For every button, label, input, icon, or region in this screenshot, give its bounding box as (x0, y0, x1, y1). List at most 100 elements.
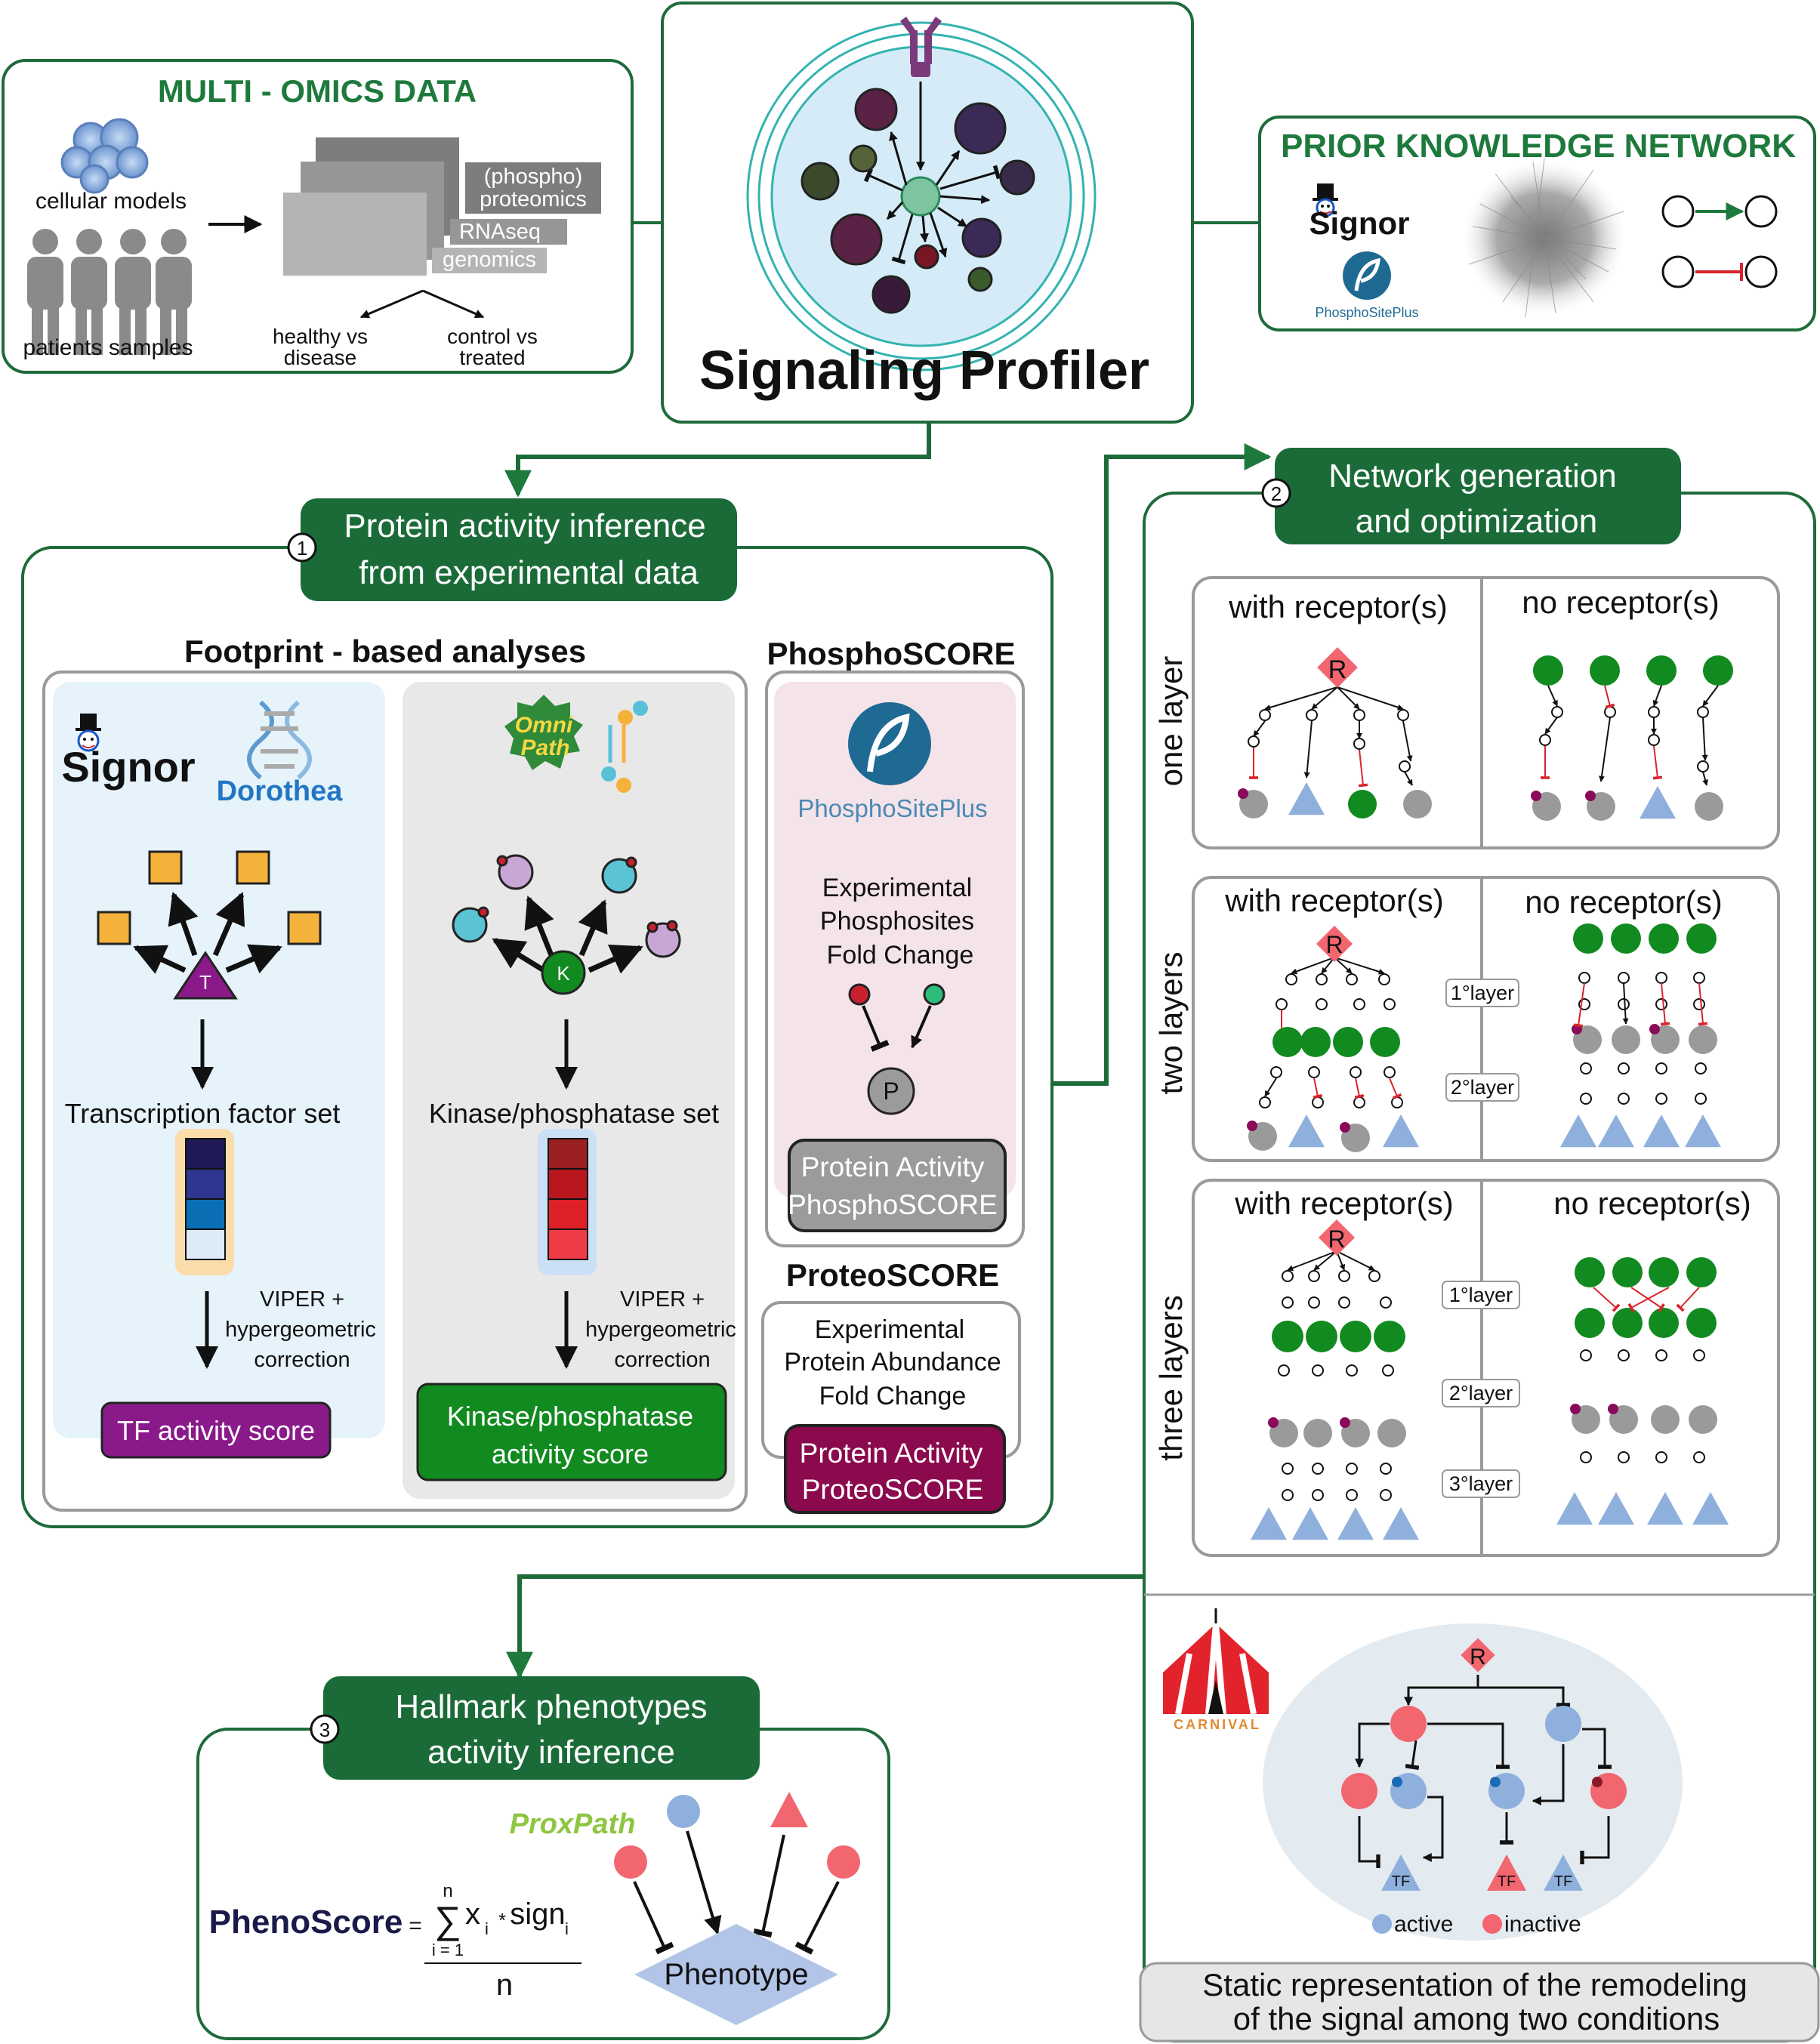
edge (1404, 1675, 1479, 1706)
intermediate-node (1539, 734, 1551, 746)
network-hairball-icon (1465, 158, 1624, 318)
three-with-receptor: with receptor(s) (1234, 1185, 1453, 1221)
edge (1422, 1796, 1444, 1862)
psp-logo-icon (1343, 251, 1391, 300)
denominator: n (496, 1968, 513, 2002)
sum-bottom: i = 1 (432, 1941, 464, 1959)
edge (1532, 1744, 1565, 1805)
kinase-node (1611, 923, 1641, 954)
two-layer1: 1°layer (1451, 982, 1514, 1004)
edge (1652, 685, 1662, 707)
tf-triangle (1556, 1492, 1593, 1525)
edge (1404, 771, 1413, 786)
intermediate-node (1316, 973, 1328, 985)
multiomics-title: MULTI - OMICS DATA (158, 73, 477, 109)
intermediate-node (1618, 1451, 1630, 1463)
two-layer2: 2°layer (1451, 1076, 1514, 1099)
healthy-label-1: healthy vs (273, 325, 368, 348)
kinase-node (1333, 1027, 1363, 1057)
kinase-node (1646, 655, 1677, 686)
kinase-node (1649, 1257, 1679, 1287)
kinase-node (1370, 1027, 1400, 1057)
receptor-label: R (1328, 1225, 1345, 1253)
intermediate-node (1655, 972, 1667, 984)
intermediate-node (1618, 1349, 1630, 1361)
intermediate-node (1346, 1364, 1358, 1377)
intermediate-node (1693, 1451, 1705, 1463)
legend-inactive: inactive (1504, 1912, 1581, 1937)
kinase-node (1272, 1321, 1303, 1352)
edge (1264, 686, 1338, 711)
intermediate-node (1308, 1296, 1320, 1309)
legend-active: active (1394, 1912, 1453, 1937)
intermediate-node (1655, 1349, 1667, 1361)
edge (1622, 982, 1629, 1025)
edge (1582, 1728, 1612, 1769)
signaling-profiler-panel: Signaling Profiler (661, 2, 1194, 424)
kinase-node (1590, 655, 1620, 686)
kin-score-label-1: Kinase/phosphatase (447, 1401, 693, 1432)
target-node (1303, 1419, 1332, 1447)
edge (1334, 957, 1385, 975)
edge (1405, 1740, 1420, 1770)
intermediate-node (1276, 998, 1288, 1010)
tf-triangle (1251, 1507, 1287, 1540)
intermediate-node (1693, 998, 1705, 1010)
tf-node-label: T (199, 971, 211, 994)
pa-proteo-2: ProteoSCORE (802, 1474, 984, 1505)
tf-node (173, 951, 238, 1000)
edge (1354, 1077, 1365, 1099)
pa-proteo-1: Protein Activity (800, 1438, 983, 1469)
intermediate-node (1384, 1066, 1396, 1078)
edge (1321, 957, 1335, 974)
kinase-node (1348, 790, 1377, 819)
intermediate-node (1380, 1489, 1392, 1501)
intermediate-node (1397, 709, 1409, 721)
intermediate-node (1248, 735, 1260, 748)
one-with-receptor: with receptor(s) (1228, 589, 1447, 624)
patients-icon (27, 229, 192, 355)
edge (1599, 717, 1611, 782)
kinase-node (1340, 1321, 1371, 1352)
three-layer3: 3°layer (1449, 1472, 1513, 1495)
two-no-receptor: no receptor(s) (1525, 884, 1722, 920)
kinase-node (1300, 1027, 1331, 1057)
intermediate-node (1693, 972, 1705, 984)
tf-triangle (1292, 1507, 1328, 1540)
signaling-node (1341, 1773, 1377, 1809)
phospho-mark (1572, 1024, 1582, 1034)
cellular-models-icon (60, 118, 149, 194)
sign-var: sign (510, 1898, 565, 1931)
kinase-node (1374, 1321, 1405, 1352)
mini-networks (1238, 655, 1733, 1540)
intermediate-node (1346, 1463, 1358, 1475)
edge (1336, 1250, 1375, 1271)
prot-exp-1: Experimental (815, 1315, 964, 1344)
layer-phospho-1: (phospho) (484, 165, 583, 189)
intermediate-node (1259, 1096, 1271, 1108)
edge (1698, 982, 1708, 1026)
kinase-edges (492, 896, 643, 974)
intermediate-node (1312, 1364, 1324, 1377)
layer-phospho-2: proteomics (480, 187, 587, 211)
kin-viper-1: VIPER + (620, 1287, 705, 1312)
tf-triangle (1598, 1492, 1634, 1525)
phospho-exp-1: Experimental (822, 874, 972, 902)
intermediate-node (1308, 1270, 1320, 1282)
phospho-mark (1570, 1404, 1581, 1414)
edge (1630, 1287, 1665, 1312)
dorothea-logo-icon (247, 700, 312, 780)
intermediate-node (1695, 1093, 1707, 1105)
tf-label: TF (1392, 1873, 1410, 1890)
target-node (1689, 1025, 1717, 1054)
receptor-label: R (1328, 655, 1347, 684)
kinase-node (1703, 655, 1733, 686)
tf-viper-2: hypergeometric (225, 1318, 376, 1342)
kinase-node (1533, 655, 1563, 686)
tf-triangle (1381, 1854, 1421, 1891)
control-label-2: treated (459, 346, 525, 369)
phospho-mark (1247, 1121, 1257, 1131)
intermediate-node (1399, 760, 1411, 772)
kinase-node (1575, 1308, 1605, 1338)
kin-heatmap (548, 1138, 588, 1260)
